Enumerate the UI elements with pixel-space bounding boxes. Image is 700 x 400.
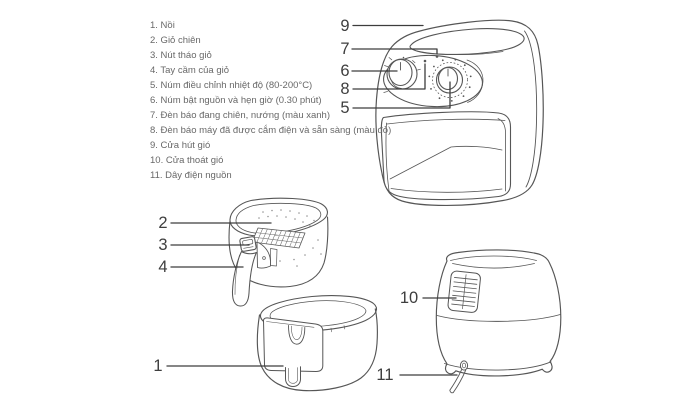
leader-line-5	[352, 81, 451, 109]
basket-release-button	[239, 236, 257, 252]
fry-basket-view	[228, 197, 329, 307]
air-fryer-back-view	[435, 249, 562, 394]
parts-list-item-1: 1. Nồi	[150, 20, 175, 31]
back-base-line	[444, 361, 552, 371]
pot-handle-slot	[288, 325, 306, 345]
callout-8-power-light: 8	[340, 79, 350, 98]
pot-body	[256, 308, 378, 392]
handle-mount-arm	[256, 241, 271, 269]
power-indicator-light	[423, 59, 427, 63]
parts-list-item-3: 3. Nút tháo giỏ	[150, 50, 212, 61]
handle-screw	[262, 256, 266, 260]
leader-lines	[166, 24, 458, 376]
parts-list-item-4: 4. Tay cầm của giỏ	[150, 65, 230, 76]
drawer-front	[380, 111, 512, 201]
power-cord	[449, 360, 469, 394]
pot-handle-slot-inner	[291, 325, 303, 340]
parts-list-item-7: 7. Đèn báo đang chiên, nướng (màu xanh)	[150, 110, 331, 121]
control-panel	[382, 54, 484, 108]
callout-3-basket-release: 3	[158, 235, 168, 254]
body-side-crease	[524, 30, 538, 188]
handle-mount-plate	[270, 248, 278, 267]
parts-list-item-5: 5. Núm điều chỉnh nhiệt độ (80-200°C)	[150, 80, 313, 91]
callout-9-air-inlet: 9	[340, 16, 350, 35]
leader-line-7	[351, 48, 438, 55]
callout-4-basket-handle: 4	[158, 257, 168, 276]
parts-list: 1. Nồi 2. Giỏ chiên 3. Nút tháo giỏ 4. T…	[150, 18, 391, 183]
callout-2-fry-basket: 2	[158, 213, 168, 232]
lid-inner-line	[416, 50, 504, 56]
pot-view	[256, 295, 378, 392]
control-panel-inner-edge	[466, 59, 484, 103]
temperature-scale-dots	[428, 58, 472, 102]
timer-knob	[383, 56, 421, 93]
pot-face-top-edge	[266, 321, 315, 328]
callout-11-power-cord: 11	[376, 365, 394, 384]
callout-6-timer-knob: 6	[340, 61, 350, 80]
back-seam-line	[436, 314, 561, 322]
basket-handle-assembly	[231, 236, 278, 307]
pot-bottom-bracket-inner	[288, 367, 298, 384]
parts-list-item-11: 11. Dây điện nguồn	[150, 170, 232, 181]
callout-7-cooking-light: 7	[340, 39, 350, 58]
back-lid-lines	[450, 255, 537, 269]
parts-list-item-2: 2. Giỏ chiên	[150, 35, 201, 46]
handle-strap-contour	[234, 254, 240, 295]
leader-line-8	[352, 63, 426, 90]
parts-list-item-6: 6. Núm bật nguồn và hẹn giờ (0.30 phút)	[150, 95, 322, 106]
basket-mesh-grid	[253, 228, 304, 248]
handle-strap	[231, 250, 258, 307]
timer-scale-ticks	[383, 57, 421, 93]
cooking-indicator-light	[435, 55, 439, 58]
callout-10-air-outlet: 10	[399, 288, 419, 307]
parts-list-item-10: 10. Cửa thoát gió	[150, 155, 224, 166]
pot-front-face	[263, 317, 324, 372]
air-fryer-front-view	[375, 19, 544, 207]
callout-5-temp-knob: 5	[340, 98, 350, 117]
temperature-knob	[428, 58, 472, 102]
callout-1-pot: 1	[153, 356, 163, 375]
air-outlet-vent	[447, 270, 481, 313]
back-body-outline	[435, 249, 562, 377]
parts-list-item-9: 9. Cửa hút gió	[150, 140, 211, 151]
parts-list-item-8: 8. Đèn báo máy đã được cắm điện và sẵn s…	[150, 125, 392, 136]
basket-body	[228, 216, 329, 288]
